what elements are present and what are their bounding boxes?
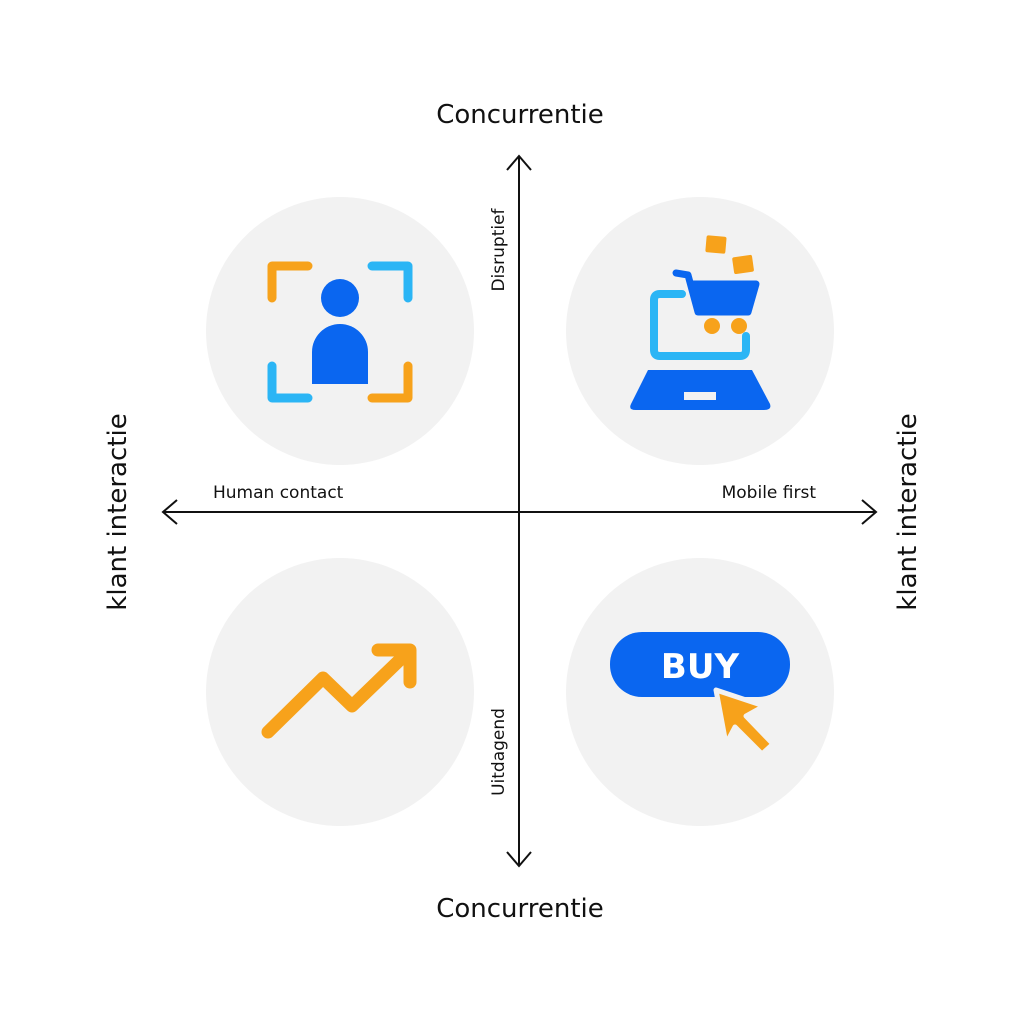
horizontal-axis <box>161 499 878 525</box>
quadrant-circle-top-right <box>566 197 834 465</box>
buy-button-text: BUY <box>661 647 740 687</box>
right-axis-label: klant interactie <box>893 413 923 610</box>
right-end-label: Mobile first <box>722 483 817 503</box>
buy-button-cursor-icon: BUY <box>610 632 790 757</box>
laptop-shopping-cart-icon <box>630 235 771 410</box>
left-end-label: Human contact <box>213 483 344 503</box>
person-focus-icon <box>267 261 413 403</box>
up-label: Disruptief <box>489 207 509 291</box>
top-axis-label: Concurrentie <box>436 100 604 130</box>
trend-up-arrow-icon <box>261 643 417 739</box>
left-axis-label: klant interactie <box>103 413 133 610</box>
bottom-axis-label: Concurrentie <box>436 894 604 924</box>
down-label: Uitdagend <box>489 708 509 796</box>
